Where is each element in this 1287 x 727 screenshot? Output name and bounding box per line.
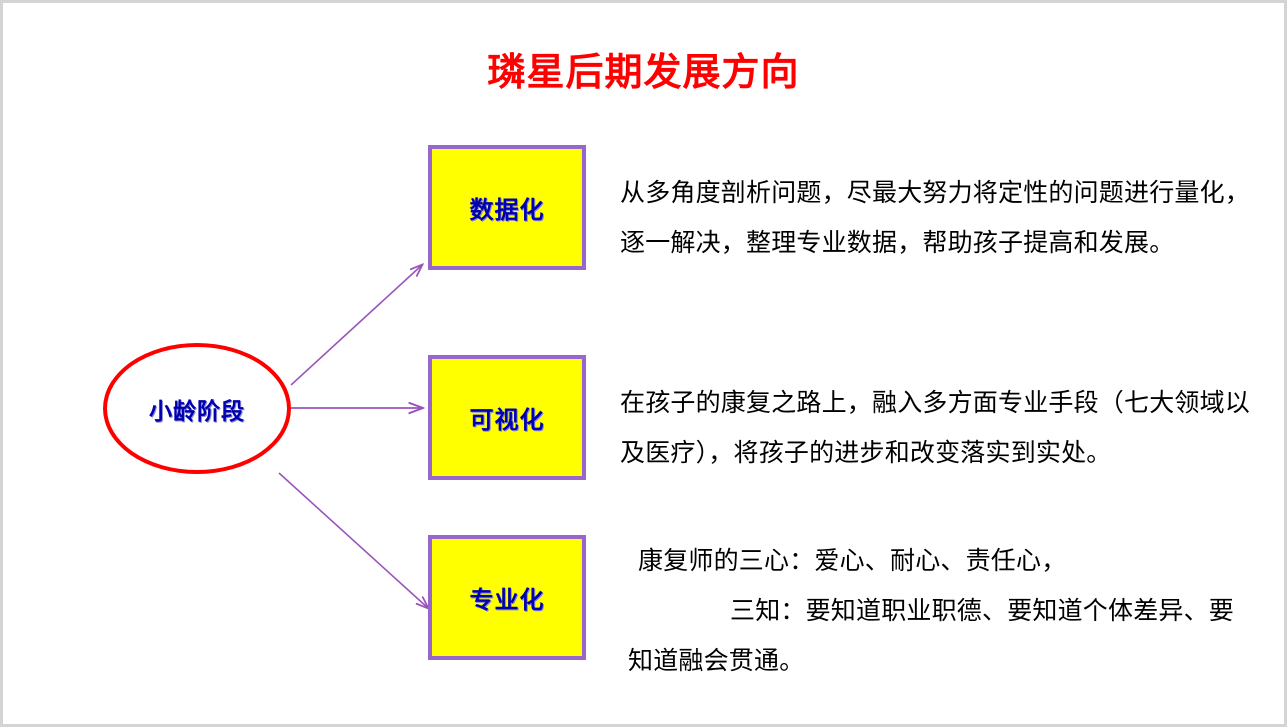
branch-description-1: 从多角度剖析问题，尽最大努力将定性的问题进行量化， 逐一解决，整理专业数据，帮助…: [620, 168, 1251, 268]
category-box-professional[interactable]: 专业化: [428, 535, 586, 660]
text-line: 逐一解决，整理专业数据，帮助孩子提高和发展。: [620, 229, 1175, 257]
text-line: 康复师的三心：爱心、耐心、责任心，: [638, 547, 1067, 575]
root-node-ellipse[interactable]: 小龄阶段: [103, 343, 291, 474]
category-box-label: 数据化: [469, 197, 545, 224]
connector-layer: [278, 3, 1284, 724]
text-line: 从多角度剖析问题，尽最大努力将定性的问题进行量化，: [620, 179, 1251, 207]
connector-arrow-3: [278, 472, 428, 608]
category-box-label: 可视化: [469, 407, 545, 434]
category-box-label: 专业化: [469, 587, 545, 614]
text-line: 及医疗），将孩子的进步和改变落实到实处。: [620, 439, 1112, 467]
text-line: 知道融会贯通。: [628, 647, 805, 675]
branch-description-3: 康复师的三心：爱心、耐心、责任心， 三知：要知道职业职德、要知道个体差异、要 知…: [620, 536, 1235, 686]
branch-description-2: 在孩子的康复之路上，融入多方面专业手段（七大领域以 及医疗），将孩子的进步和改变…: [620, 378, 1251, 478]
root-node-label: 小龄阶段: [149, 397, 245, 424]
text-line: 在孩子的康复之路上，融入多方面专业手段（七大领域以: [620, 389, 1251, 417]
text-line: 三知：要知道职业职德、要知道个体差异、要: [730, 597, 1235, 625]
category-box-data[interactable]: 数据化: [428, 145, 586, 270]
page-title: 璘星后期发展方向: [487, 52, 800, 94]
category-box-visual[interactable]: 可视化: [428, 355, 586, 480]
connector-arrow-1: [290, 265, 422, 386]
